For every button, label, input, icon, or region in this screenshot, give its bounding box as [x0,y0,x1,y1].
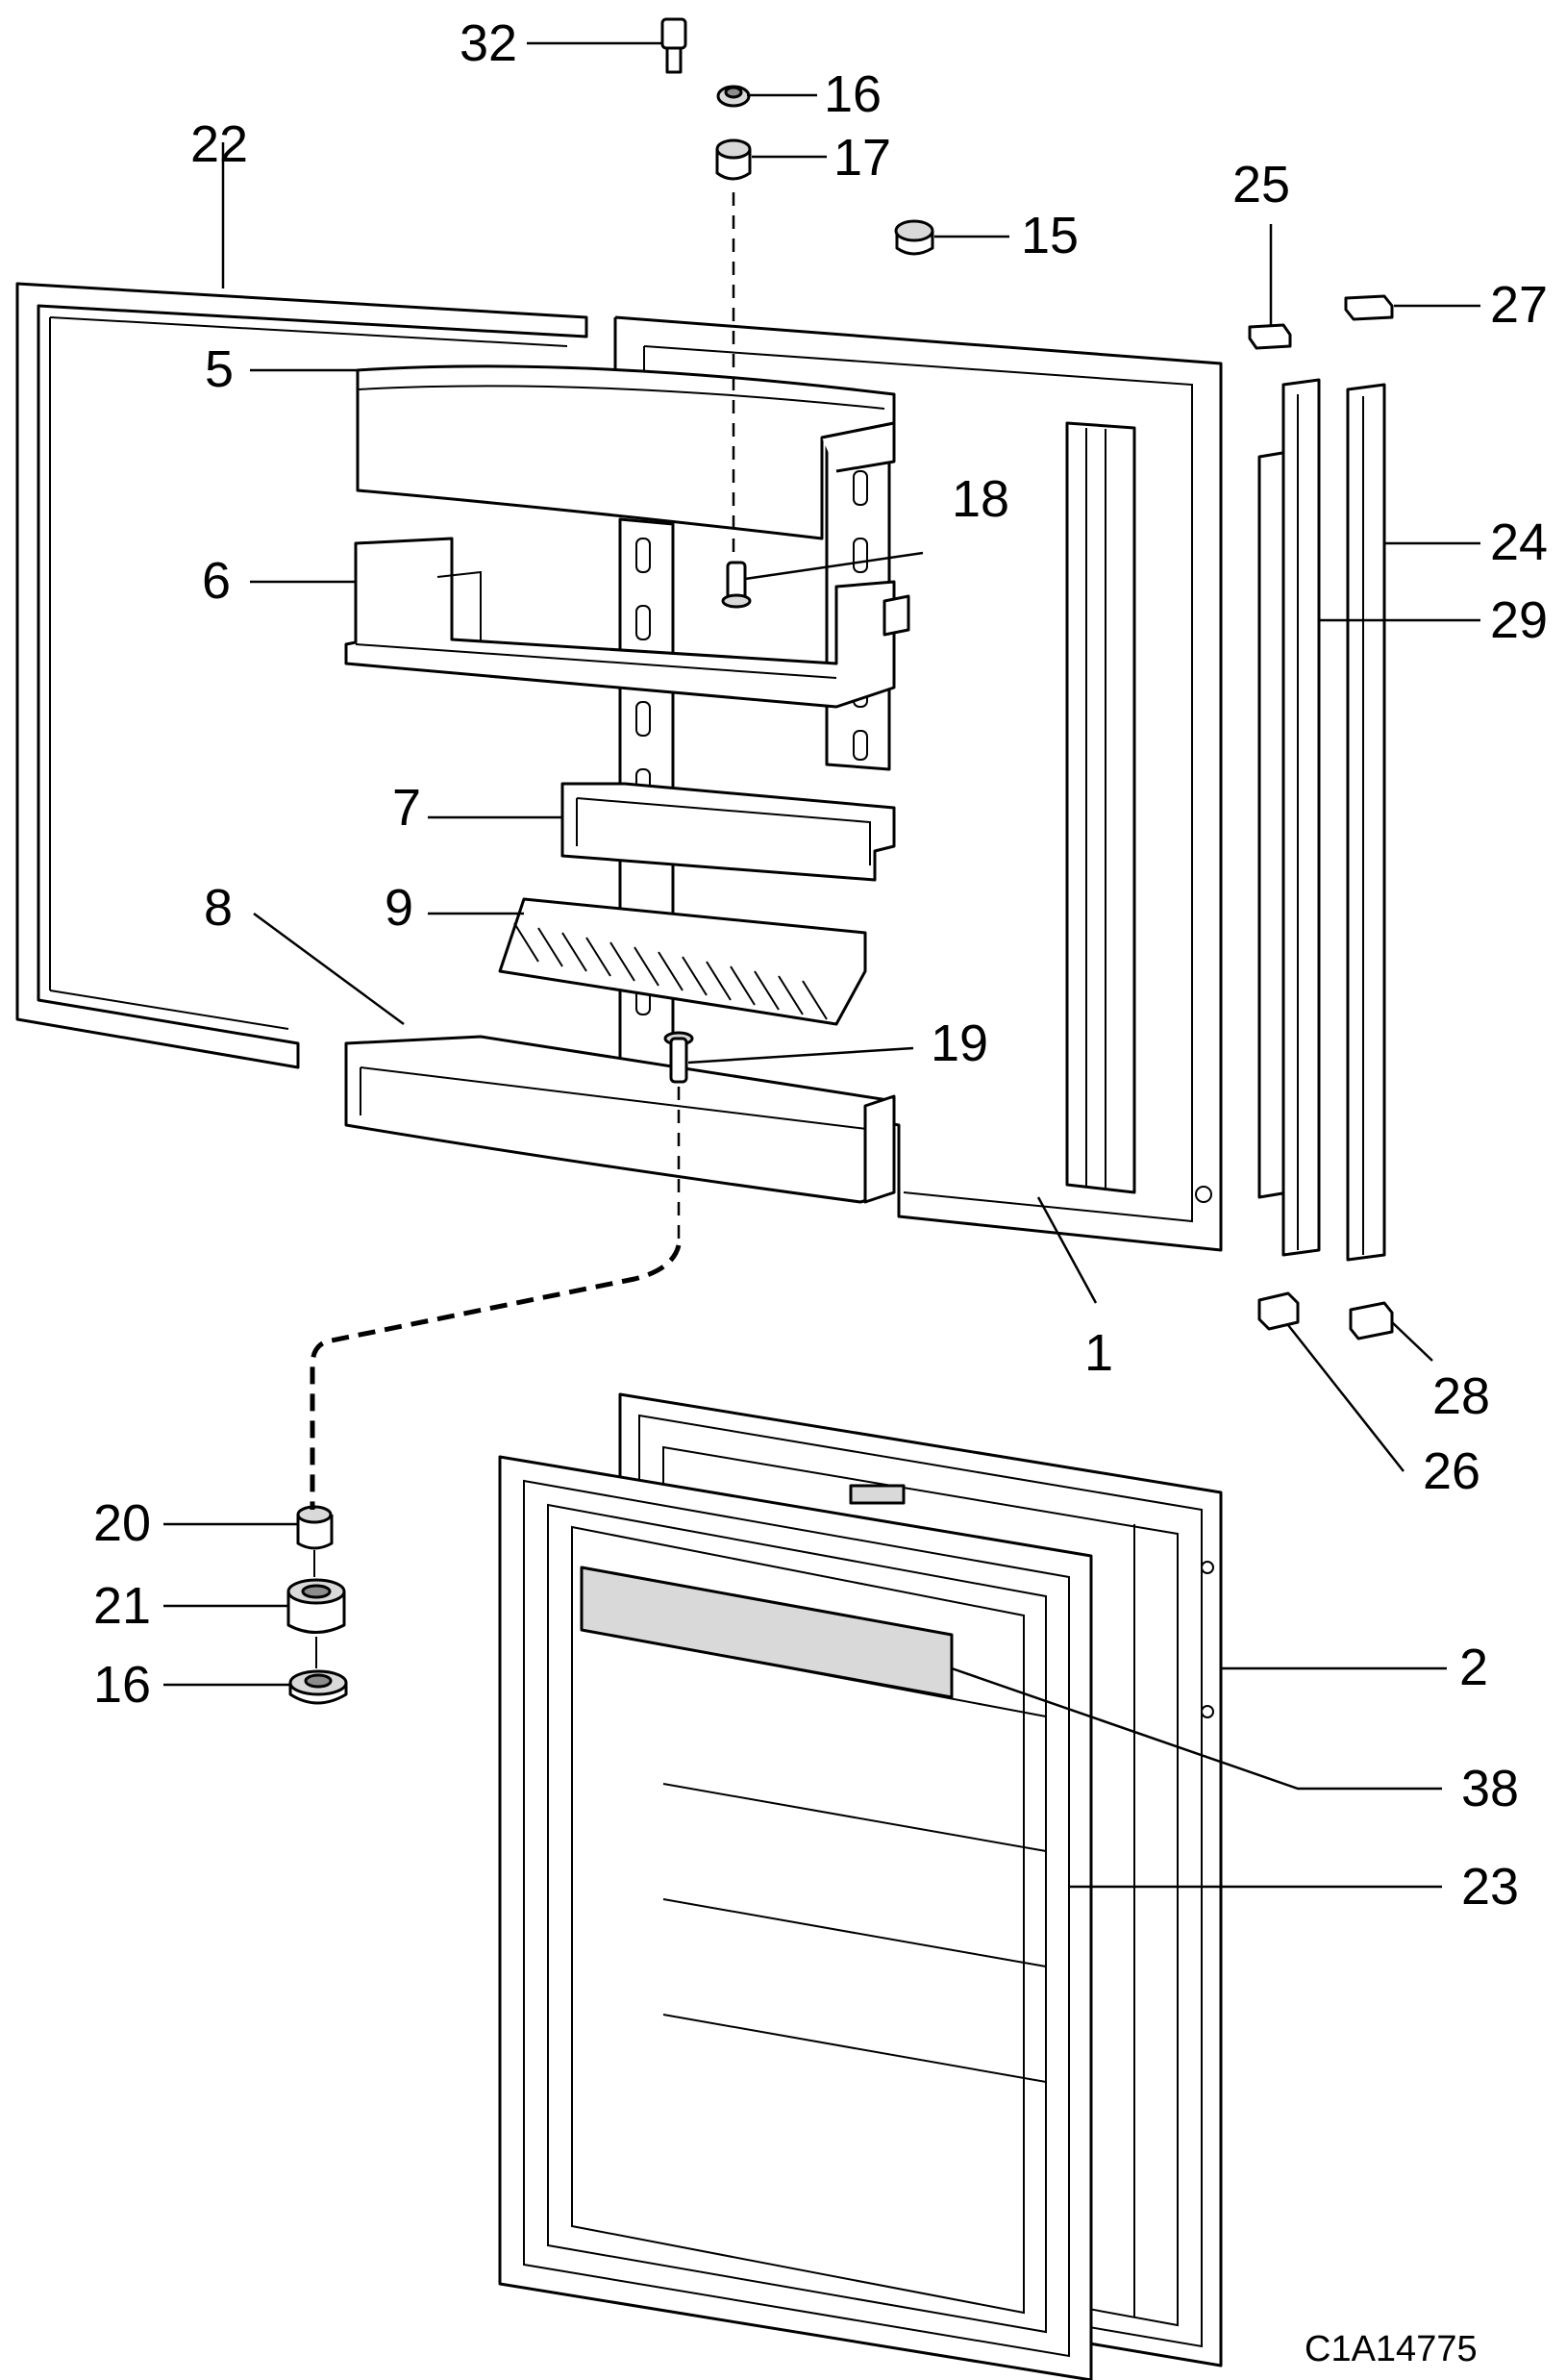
spacer-20 [296,1505,334,1550]
callout-16-top: 16 [824,65,882,123]
bottle-shelf-6 [344,537,910,709]
callout-38: 38 [1461,1760,1519,1817]
trim-strip-24 [1346,383,1386,1262]
hinge-axis-link [310,1244,682,1510]
callout-29: 29 [1490,591,1548,649]
callout-6: 6 [202,552,231,610]
callout-1: 1 [1084,1324,1113,1382]
nut-16-top [716,85,751,108]
callout-27: 27 [1490,276,1548,334]
callout-19: 19 [931,1015,988,1072]
end-cap-28 [1349,1301,1394,1340]
door-gasket-22 [15,282,588,1069]
nut-16-bottom [288,1669,348,1705]
callout-28: 28 [1432,1367,1490,1425]
handle-38 [580,1566,954,1699]
pin-19 [663,1031,694,1084]
callout-17: 17 [833,129,891,187]
callout-7: 7 [392,779,421,837]
bushing-21 [286,1578,346,1634]
callout-32: 32 [460,14,517,72]
callout-23: 23 [1461,1858,1519,1916]
callout-9: 9 [385,879,413,937]
end-cap-26 [1257,1291,1300,1331]
small-shelf-7 [560,782,896,882]
bushing-17 [715,138,752,181]
callout-26: 26 [1423,1442,1480,1500]
pin-18 [721,561,752,609]
upper-shelf-5 [356,364,896,540]
callout-2: 2 [1459,1639,1488,1696]
plug-15 [894,219,934,256]
comb-rack-9 [498,897,867,1026]
callout-8: 8 [204,879,233,937]
callout-15: 15 [1021,207,1079,264]
callout-21: 21 [93,1577,151,1635]
callout-22: 22 [190,115,248,173]
end-cap-25 [1248,323,1292,350]
bottom-shelf-8 [344,1035,896,1204]
upper-door-panel-1 [613,315,1223,1252]
hinge-axis-bottom [313,1550,317,1668]
callout-18: 18 [952,470,1009,528]
leader-lines [163,41,1480,1889]
callout-16-bottom: 16 [93,1656,151,1714]
callout-24: 24 [1490,514,1548,571]
callout-5: 5 [205,340,234,398]
end-cap-27 [1344,294,1394,321]
screw-32 [660,17,687,74]
drawing-code: C1A14775 [1305,2329,1478,2369]
trim-strip-29 [1257,378,1321,1257]
callout-25: 25 [1232,156,1290,213]
callout-20: 20 [93,1494,151,1552]
